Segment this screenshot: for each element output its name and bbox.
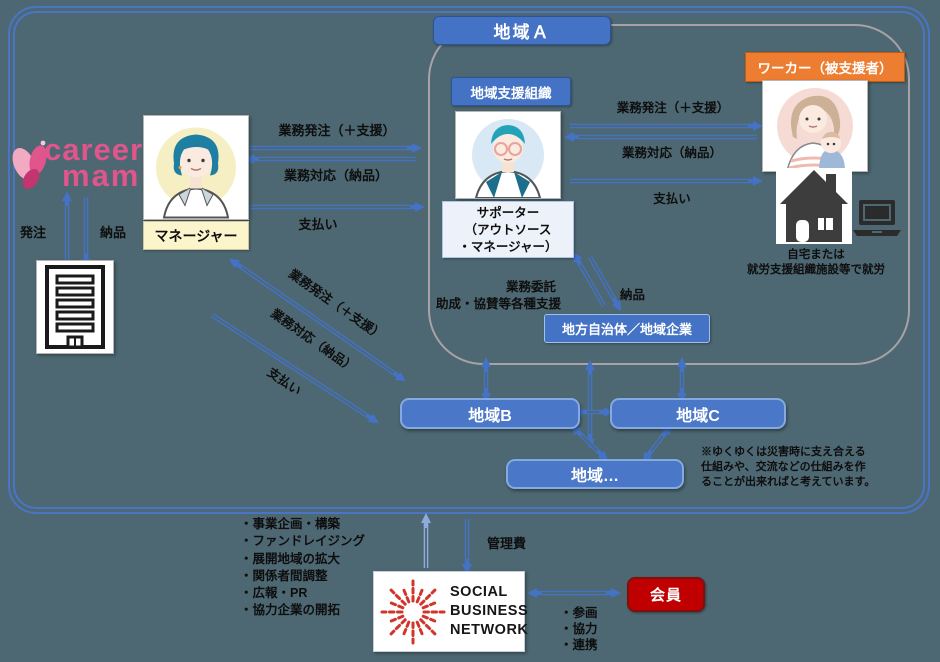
house-icon (780, 170, 848, 242)
flow-label-manager-response: 業務対応（納品） (283, 168, 388, 183)
sbn-burst-icon (380, 579, 446, 645)
logo-text-career: career (44, 132, 144, 167)
manager-label-box: マネージャー (143, 221, 249, 250)
laptop-icon (853, 200, 901, 236)
supporter-label-line1: サポーター (476, 206, 540, 220)
flow-label-manager-order: 業務発注（＋支援） (278, 123, 396, 138)
region-b-box: 地域B (400, 398, 580, 429)
manager-avatar-icon (156, 127, 236, 219)
sbn-logo-line2: BUSINESS (450, 603, 529, 619)
order-label: 発注 (20, 225, 47, 240)
worker-label: ワーカー（被支援者） (757, 61, 893, 76)
member-box: 会員 (627, 577, 705, 612)
footnote-line1: ※ゆくゆくは災害時に支え合える (701, 446, 866, 458)
flow-label-supporter-response: 業務対応（納品） (621, 146, 722, 160)
member-flow-item: ・協力 (560, 621, 598, 636)
manager-label: マネージャー (154, 227, 238, 244)
support-org-label-box: 地域支援組織 (451, 77, 571, 106)
flow-label-manager-payment: 支払い (298, 217, 338, 232)
region-a-title-box: 地域Ａ (433, 16, 611, 45)
flow-label-supporter-payment: 支払い (653, 192, 691, 206)
region-c-box: 地域C (610, 398, 786, 429)
footnote-line2: 仕組みや、交流などの仕組みを作 (701, 461, 866, 473)
region-others-label: 地域… (570, 468, 619, 485)
network-outer-frame (8, 6, 930, 514)
network-role-item: ・協力企業の開拓 (240, 603, 341, 618)
network-role-item: ・ファンドレイジング (240, 534, 366, 549)
logo-text-mam: mam (62, 158, 141, 193)
region-others-box: 地域… (506, 459, 684, 489)
work-note-line1: 自宅または (787, 249, 845, 261)
region-b-label: 地域B (468, 407, 512, 425)
supporter-label-line2: （アウトソース (464, 223, 552, 237)
region-a-title: 地域Ａ (493, 23, 551, 42)
sbn-logo-line3: NETWORK (450, 622, 529, 638)
delivery-label: 納品 (100, 225, 127, 240)
region-a-frame (428, 24, 910, 365)
footnote-line3: ることが出来ればと考えています。 (701, 476, 876, 488)
supporter-label-box: サポーター （アウトソース ・マネージャー） (442, 201, 574, 258)
member-flow-item: ・連携 (560, 637, 598, 652)
network-role-item: ・事業企画・構築 (240, 517, 341, 531)
worker-label-box: ワーカー（被支援者） (745, 52, 905, 82)
network-role-item: ・広報・PR (240, 586, 308, 601)
careermam-logo: career mam (10, 132, 160, 202)
fee-label: 管理費 (487, 536, 527, 551)
supporter-card (455, 111, 561, 199)
worker-avatar-icon (777, 88, 853, 171)
flow-label-support: 助成・協賛等各種支援 (436, 297, 562, 311)
client-building-card (36, 260, 114, 354)
building-icon (45, 265, 105, 349)
sbn-logo-card: SOCIAL BUSINESS NETWORK (373, 571, 528, 652)
network-role-item: ・関係者間調整 (240, 568, 328, 583)
sbn-logo-text: SOCIAL BUSINESS NETWORK (450, 583, 528, 640)
work-note-line2: 就労支援組織施設等で就労 (747, 264, 885, 276)
flow-label-gov-delivery: 納品 (620, 288, 646, 302)
sbn-logo-line1: SOCIAL (450, 584, 508, 600)
supporter-label-line3: ・マネージャー） (458, 240, 558, 254)
manager-card (143, 115, 249, 220)
network-role-item: ・展開地域の拡大 (240, 551, 341, 566)
gov-label: 地方自治体／地域企業 (561, 322, 692, 337)
flow-label-supporter-order: 業務発注（＋支援） (616, 101, 730, 115)
region-c-label: 地域C (676, 407, 720, 425)
network-roles-list: ・事業企画・構築 ・ファンドレイジング ・展開地域の拡大 ・関係者間調整 ・広報… (240, 516, 365, 620)
flower-icon (12, 140, 47, 190)
member-flow-item: ・参画 (560, 606, 598, 620)
flow-label-consign: 業務委託 (506, 280, 557, 294)
member-flows-list: ・参画 ・協力 ・連携 (560, 606, 598, 653)
worker-home-card (776, 168, 852, 244)
gov-label-box: 地方自治体／地域企業 (544, 314, 710, 343)
worker-card (762, 80, 868, 172)
supporter-avatar-icon (472, 119, 544, 198)
support-org-label: 地域支援組織 (470, 85, 552, 101)
member-label: 会員 (649, 587, 682, 604)
